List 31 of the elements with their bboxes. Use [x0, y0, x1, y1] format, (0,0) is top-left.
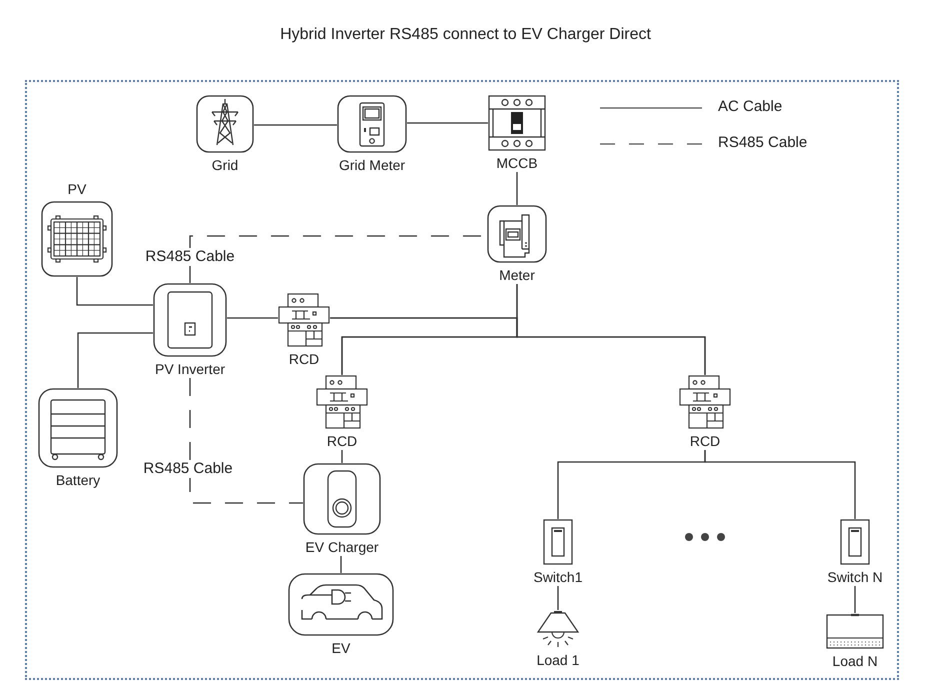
- cable-line: [341, 450, 343, 463]
- node-label: Battery: [56, 471, 100, 489]
- node-label: Meter: [499, 266, 535, 284]
- cable-line: [407, 122, 488, 124]
- legend-text: AC Cable: [718, 98, 782, 116]
- cable-line: [77, 332, 153, 388]
- node-label: EV Charger: [305, 538, 379, 556]
- cable-line: [557, 586, 559, 610]
- node-label: Grid Meter: [338, 156, 406, 174]
- node-label: Load N: [832, 652, 878, 670]
- node-label: Switch N: [827, 568, 883, 586]
- cable-line: [340, 556, 342, 573]
- node-label: RCD: [288, 350, 320, 368]
- node-label: RCD: [326, 432, 358, 450]
- node-label: Switch1: [533, 568, 583, 586]
- cable-line: [516, 172, 518, 205]
- cable-line: [330, 317, 706, 375]
- node-label: Load 1: [536, 651, 580, 669]
- legend-text: RS485 Cable: [718, 134, 808, 152]
- cable-line: [227, 317, 278, 319]
- title: Hybrid Inverter RS485 connect to EV Charger Direct: [280, 25, 651, 45]
- node-label: EV: [332, 639, 350, 657]
- cable-line: [854, 586, 856, 613]
- cable-line: [254, 124, 337, 126]
- node-label: MCCB: [496, 154, 538, 172]
- node-label: RCD: [690, 432, 720, 450]
- node-label: PV Inverter: [154, 360, 226, 378]
- node-label: PV: [68, 180, 86, 198]
- cable-line: [704, 450, 856, 519]
- node-label: Grid: [212, 156, 238, 174]
- cable-line: [76, 277, 153, 306]
